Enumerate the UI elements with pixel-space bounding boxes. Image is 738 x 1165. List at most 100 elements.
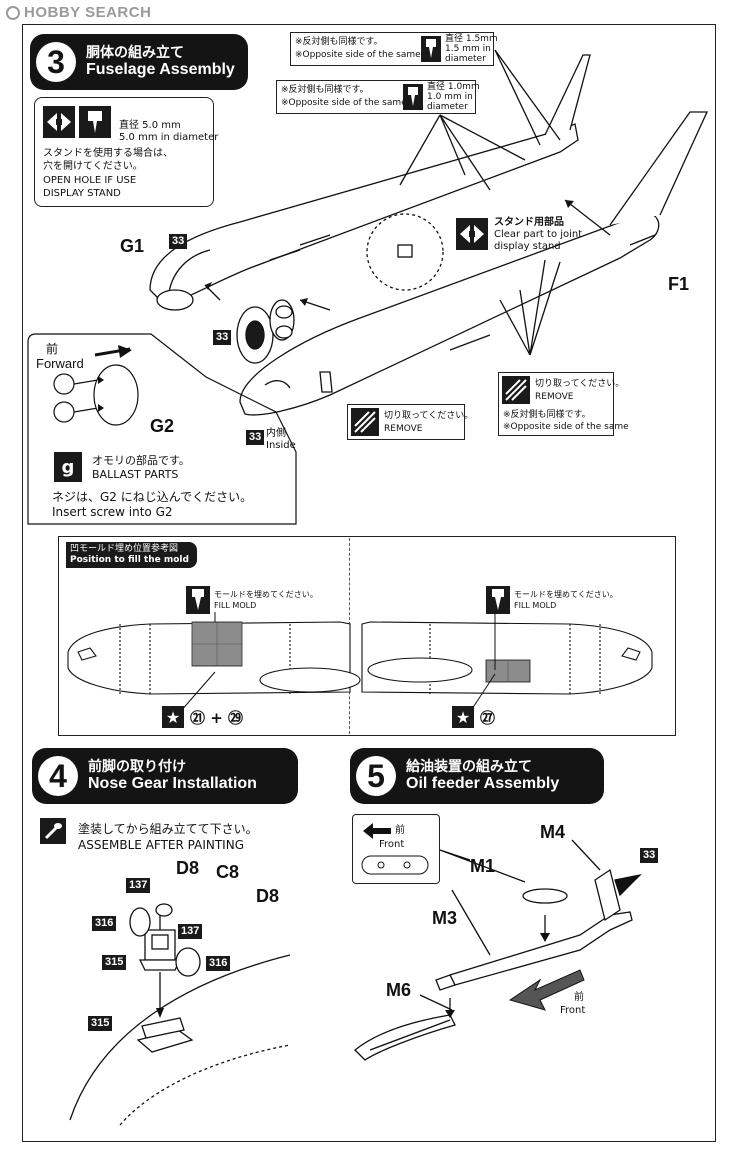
step3-number: 3 [36,42,76,82]
remove1-jp: 切り取ってください。 [384,411,474,421]
left-fill-jp: モールドを埋めてください。 [214,590,318,599]
part-f1: F1 [668,274,690,294]
step4-title-en: Nose Gear Installation [88,774,257,792]
screw-en: Insert screw into G2 [52,505,173,519]
cut-icon [351,408,379,436]
step5-title-jp: 給油装置の組み立て [406,758,532,775]
callout-1p0-jp: ※反対側も同様です。 [281,85,369,95]
page-frame [22,24,716,1142]
color-badge-137: 137 [126,878,151,893]
logo-icon [6,5,20,20]
mold-title-en: Position to fill the mold [70,555,189,565]
callout-1p5-size-jp: 直径 1.5mm [445,34,498,44]
paint-brush-icon [40,818,66,844]
drill-line2-jp: 穴を開けてください。 [43,161,143,172]
step5-header: 5 給油装置の組み立て Oil feeder Assembly [350,748,604,804]
screws-and-g2 [53,364,139,426]
color-badge-33: 33 [640,848,659,863]
front-jp: 前 [395,825,405,836]
fuselage-illustration [94,49,709,416]
drill-line2-en: DISPLAY STAND [43,188,121,199]
left-fuselage-profile [67,612,361,713]
remove-callout-1: 切り取ってください。 REMOVE [347,404,473,440]
part-c8: C8 [216,862,240,882]
callout-1p5-size-en2: diameter [445,54,486,64]
remove1-en: REMOVE [384,424,423,434]
drill-size-jp: 直径 5.0 mm [119,120,181,131]
part-g1: G1 [120,236,145,256]
nose-gear-illustration [69,903,291,1126]
right-fuselage-profile [361,612,653,713]
color-badge-33: 33 [213,330,232,345]
callout-1p0-en: ※Opposite side of the same [281,98,407,108]
part-m4: M4 [540,822,566,842]
drill-bit-icon [421,36,441,62]
left-fill-area [191,621,243,667]
step4-number: 4 [38,756,78,796]
fill-mold-icon [486,586,510,614]
left-decal-ref: ★ ㉑ + ㉙ [162,706,243,728]
ballast-en: BALLAST PARTS [92,468,179,481]
callout-1p5mm: ※反対側も同様です。 ※Opposite side of the same 直径… [290,32,498,66]
color-badge-137: 137 [178,924,203,939]
part-m1: M1 [470,856,496,876]
ballast-callout-outline [27,333,297,525]
drill-size-en: 5.0 mm in diameter [119,132,219,143]
color-badge-315: 315 [88,1016,113,1031]
right-decal-ref: ★ ㉗ [452,706,495,728]
callout-1p0-size-jp: 直径 1.0mm [427,82,480,92]
front2-en: Front [560,1005,586,1016]
part-d8-left: D8 [176,858,200,878]
cut-icon [502,376,530,404]
star-icon: ★ [162,706,184,728]
left-fill-en: FILL MOLD [214,601,257,610]
color-badge-315: 315 [102,955,127,970]
step3-title-jp: 胴体の組み立て [86,44,184,61]
paint-jp: 塗装してから組み立てて下さい。 [78,822,258,836]
oil-feeder-illustration [354,839,642,1061]
inside-en: Inside [266,440,296,451]
stand-part-jp: スタンド用部品 [494,217,564,228]
step5-title-en: Oil feeder Assembly [406,774,560,792]
ballast-jp: オモリの部品です。 [92,454,190,467]
part-d8-right: D8 [256,886,280,906]
step3-header: 3 胴体の組み立て Fuselage Assembly [30,34,248,90]
color-badge-33: 33 [246,430,265,445]
screw-jp: ネジは、G2 にねじ込んでください。 [52,490,253,504]
watermark: HOBBY SEARCH [6,4,151,21]
paint-en: ASSEMBLE AFTER PAINTING [78,838,244,852]
drill-line1-en: OPEN HOLE IF USE [43,175,137,186]
front-en: Front [379,839,405,850]
callout-1p0-size-en1: 1.0 mm in [427,92,473,102]
mold-title-jp: 凹モールド埋め位置参考図 [70,544,179,554]
step3-title-en: Fuselage Assembly [86,60,235,78]
drill-note-box: 直径 5.0 mm 5.0 mm in diameter スタンドを使用する場合… [34,97,218,207]
drill-arrows-icon [43,106,75,138]
color-badge-316: 316 [206,956,231,971]
callout-1p0mm: ※反対側も同様です。 ※Opposite side of the same 直径… [276,80,480,114]
drill-bit-icon [79,106,111,138]
step5-number: 5 [356,756,396,796]
drill-line1-jp: スタンドを使用する場合は、 [43,148,173,159]
ballast-weight-icon: g [54,452,82,482]
remove2-en: REMOVE [535,392,574,402]
remove2-jp: 切り取ってください。 [535,379,625,389]
part-g2: G2 [150,416,175,436]
step4-header: 4 前脚の取り付け Nose Gear Installation [32,748,298,804]
part-m3: M3 [432,908,458,928]
right-fill-jp: モールドを埋めてください。 [514,590,618,599]
callout-1p0-size-en2: diameter [427,102,468,112]
step4-title-jp: 前脚の取り付け [88,758,186,775]
callout-1p5-jp: ※反対側も同様です。 [295,37,383,47]
forward-jp: 前 [46,342,59,356]
color-badge-316: 316 [92,916,117,931]
right-fill-area [485,659,531,683]
left-decal-numbers: ㉑ + ㉙ [190,708,244,727]
stand-part-en2: display stand [494,241,561,252]
inside-jp: 内側 [266,428,286,439]
stand-part-en1: Clear part to joint [494,229,583,240]
m1-front-box: 前 Front [352,814,440,884]
drill-bit-icon [403,84,423,110]
remove2-note-en: ※Opposite side of the same [503,422,629,432]
forward-en: Forward [36,356,84,371]
